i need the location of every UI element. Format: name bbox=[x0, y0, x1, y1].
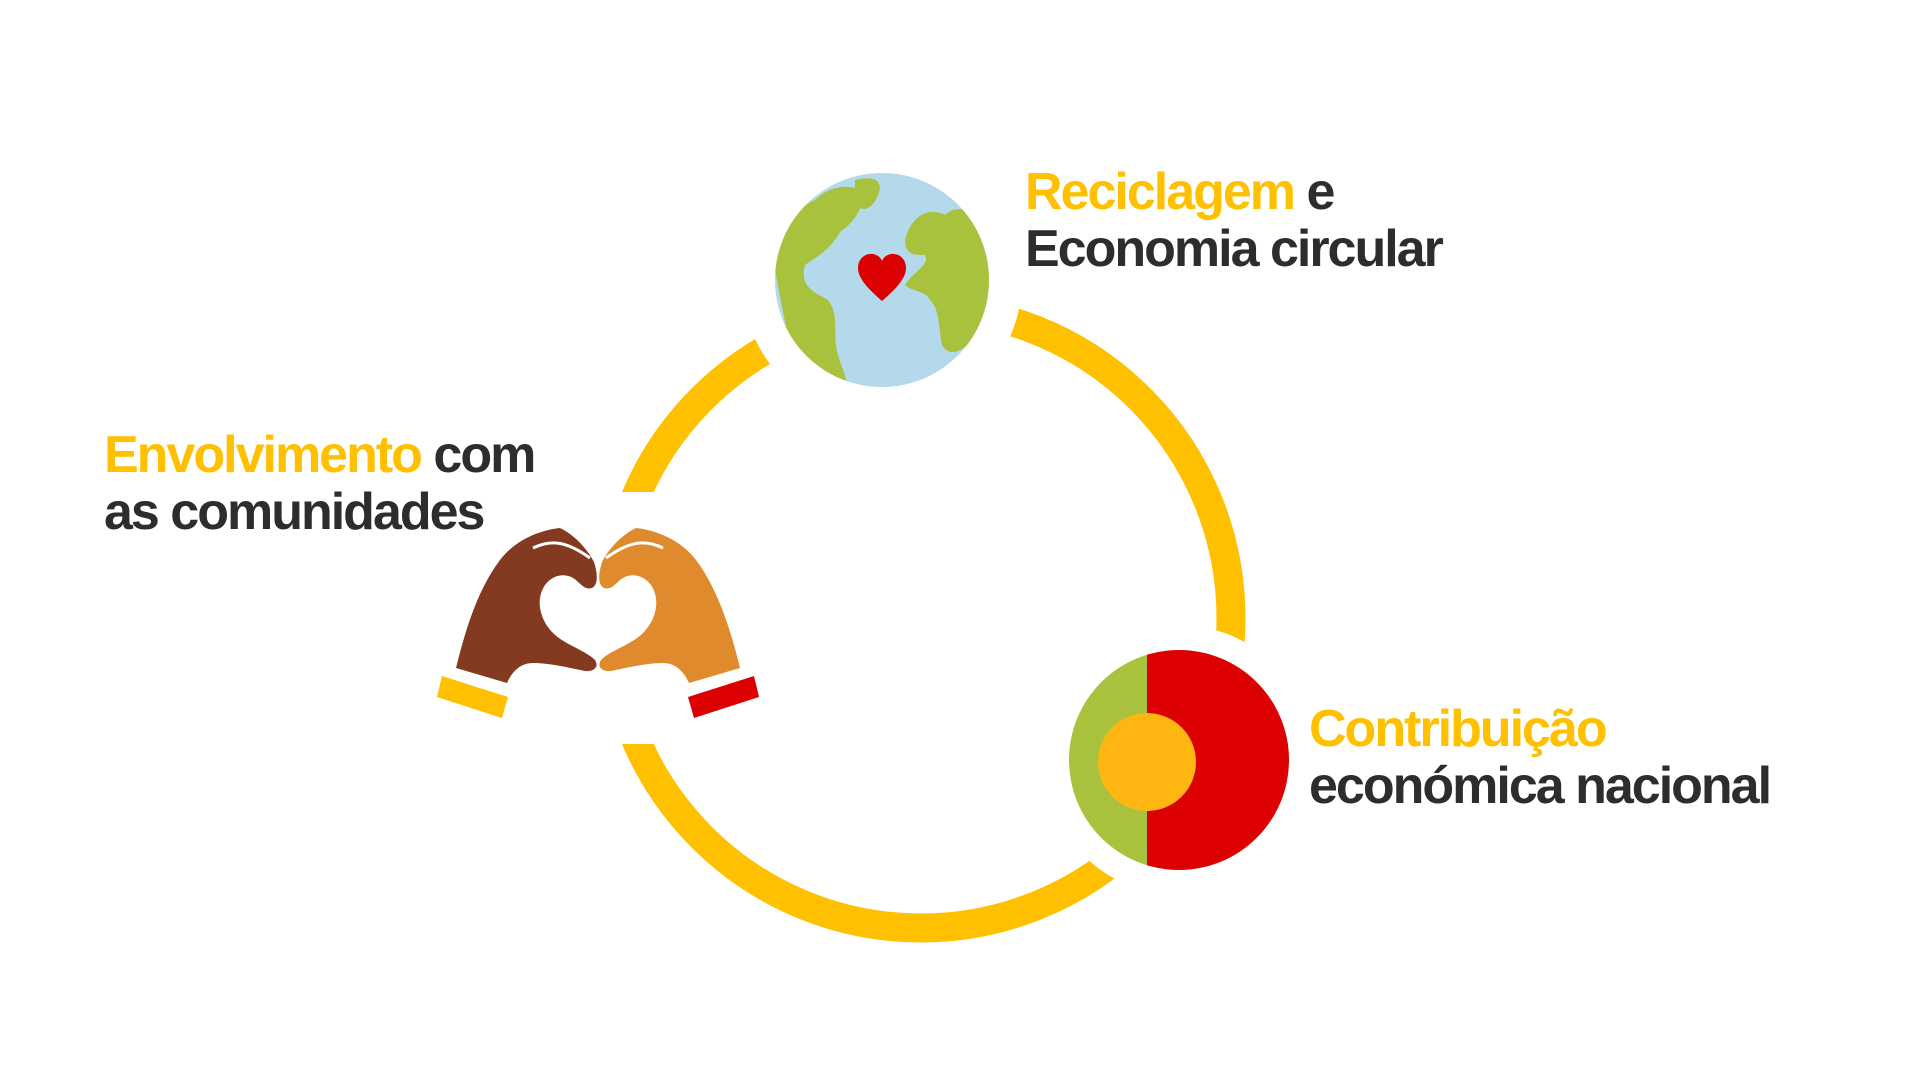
label-economic-contribution: Contribuição económica nacional bbox=[1309, 700, 1772, 815]
label-text: com bbox=[420, 426, 536, 484]
label-recycling: Reciclagem e Economia circular bbox=[1025, 163, 1444, 278]
right-cuff bbox=[688, 676, 759, 718]
label-line2: Economia circular bbox=[1025, 220, 1444, 278]
label-community: Envolvimento com as comunidades bbox=[104, 426, 536, 541]
label-line2: as comunidades bbox=[104, 483, 485, 541]
label-highlight: Reciclagem bbox=[1025, 163, 1296, 221]
label-highlight: Envolvimento bbox=[104, 426, 423, 484]
hands-heart-icon bbox=[437, 528, 759, 718]
left-cuff bbox=[437, 676, 508, 718]
label-highlight: Contribuição bbox=[1309, 700, 1608, 758]
label-text: e bbox=[1294, 163, 1335, 221]
heart-icon bbox=[858, 253, 906, 301]
label-line2: económica nacional bbox=[1309, 757, 1772, 815]
